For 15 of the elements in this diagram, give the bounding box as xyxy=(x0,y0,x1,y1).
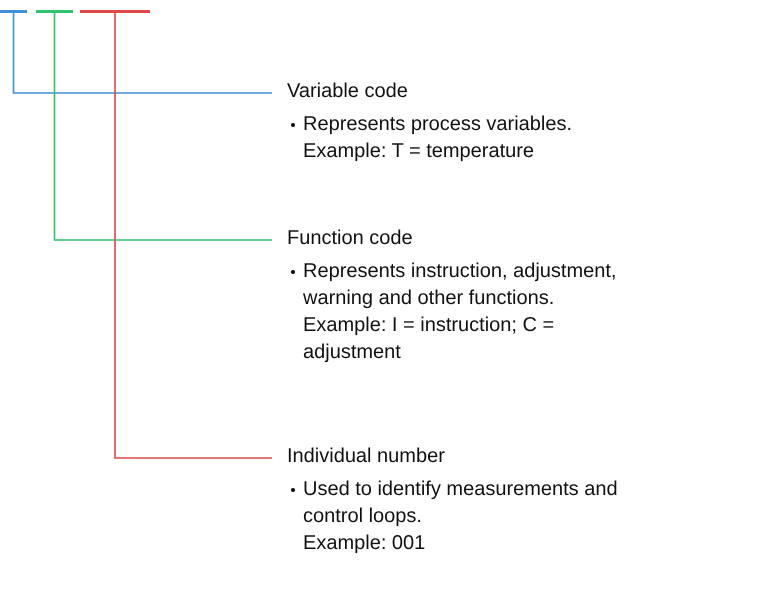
heading: Function code xyxy=(287,226,414,251)
underline-bar xyxy=(80,10,150,13)
description: Represents instruction, adjustment, warning and other functions. xyxy=(287,258,653,312)
heading: Individual number xyxy=(287,444,446,469)
example-text: Example: I = instruction; C = adjustment xyxy=(302,313,556,365)
connector-line xyxy=(54,13,272,241)
underline-bar xyxy=(0,10,27,13)
underline-bar xyxy=(36,10,73,13)
description: Used to identify measurements and control loops. xyxy=(287,476,653,530)
connector-line xyxy=(114,13,272,459)
description: Represents process variables. xyxy=(287,111,653,138)
example-text: Example: T = temperature xyxy=(302,139,536,164)
example-text: Example: 001 xyxy=(302,531,426,556)
heading: Variable code xyxy=(287,79,409,104)
connector-line xyxy=(12,13,272,94)
